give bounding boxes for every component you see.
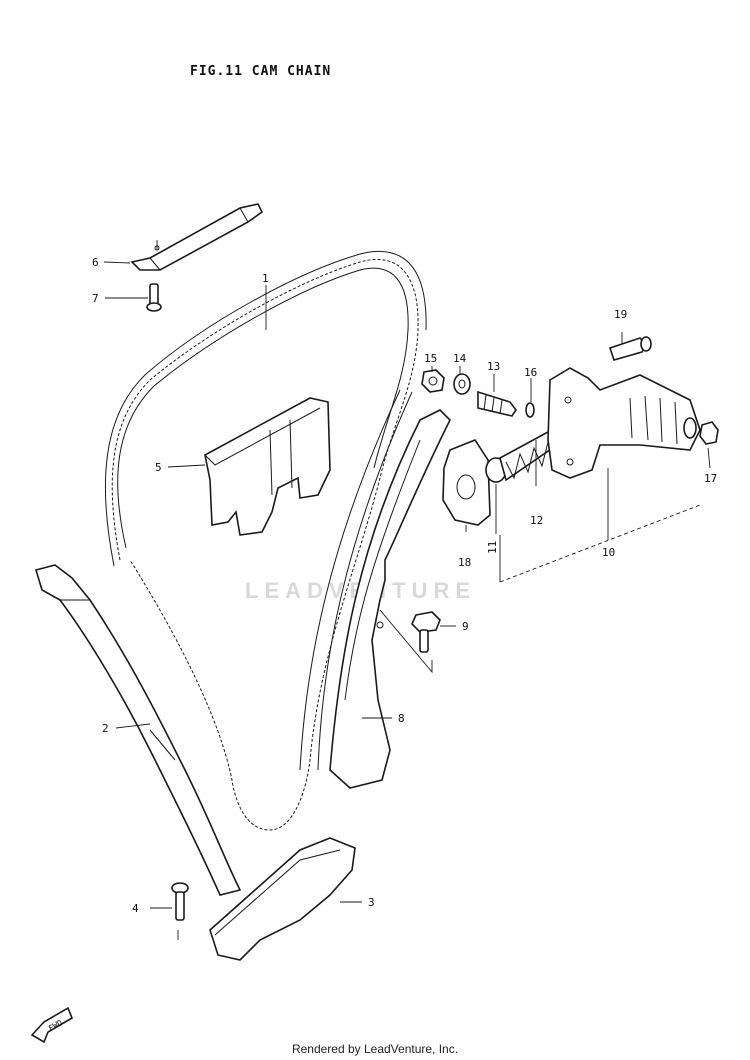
callout-7: 7: [92, 292, 99, 305]
part-16-clip[interactable]: [525, 402, 535, 418]
callout-6: 6: [92, 256, 99, 269]
part-6-chain-guide-top[interactable]: [130, 203, 264, 271]
callout-16: 16: [524, 366, 537, 379]
part-14-washer[interactable]: [453, 373, 471, 395]
part-17-cap[interactable]: [699, 421, 719, 445]
part-2-chain-guide-left[interactable]: [34, 564, 242, 896]
part-5-chain-guide-block[interactable]: [204, 397, 331, 536]
part-18-gasket[interactable]: [442, 439, 491, 526]
figure-title: FIG.11 CAM CHAIN: [190, 64, 332, 79]
callout-1: 1: [262, 272, 269, 285]
part-7-bolt[interactable]: [146, 283, 162, 312]
footer-credit: Rendered by LeadVenture, Inc.: [291, 1042, 459, 1056]
part-19-bolt[interactable]: [608, 336, 652, 361]
callout-11: 11: [486, 541, 499, 554]
callout-8: 8: [398, 712, 405, 725]
callout-13: 13: [487, 360, 500, 373]
callout-17: 17: [704, 472, 717, 485]
part-9-bolt[interactable]: [411, 611, 441, 653]
part-8-tensioner-arm[interactable]: [329, 409, 451, 789]
callout-14: 14: [453, 352, 467, 365]
callout-3: 3: [368, 896, 375, 909]
callout-19: 19: [614, 308, 627, 321]
fwd-arrow-icon: FWD: [30, 1006, 73, 1044]
leader-lines: [103, 240, 711, 940]
callout-12: 12: [530, 514, 543, 527]
part-1-cam-chain[interactable]: [104, 250, 427, 831]
callout-15: 15: [424, 352, 437, 365]
callout-18: 18: [458, 556, 471, 569]
callout-5: 5: [155, 461, 162, 474]
callout-10: 10: [602, 546, 615, 559]
part-4-bolt[interactable]: [171, 882, 189, 921]
callout-9: 9: [462, 620, 469, 633]
callout-4: 4: [132, 902, 139, 915]
callout-numbers: 6 7 1 5 2 4 3 8 9 15 14 13 16 19 17 12 1…: [92, 256, 717, 915]
part-15-nut[interactable]: [421, 369, 445, 393]
part-13-stud[interactable]: [477, 390, 517, 417]
chain-guide-rear: [299, 389, 413, 771]
part-3-lower-guide[interactable]: [209, 837, 356, 961]
part-10-tensioner-body[interactable]: [547, 367, 701, 479]
callout-2: 2: [102, 722, 109, 735]
